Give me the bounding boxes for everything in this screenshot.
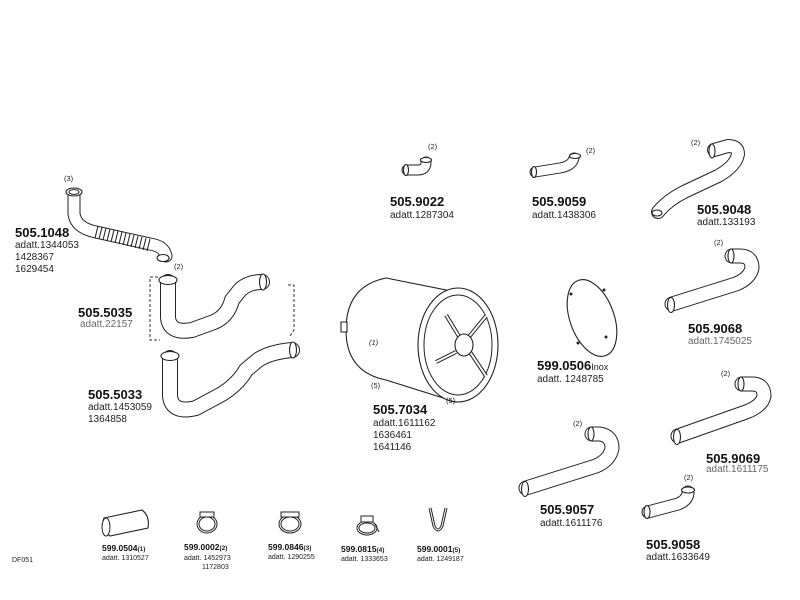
part-505-9022-ref: adatt.1287304 bbox=[390, 210, 454, 221]
part-505-9048-drawing bbox=[652, 144, 738, 216]
part-505-9048-ref: adatt.133193 bbox=[697, 217, 756, 228]
part-505-9057-qty: (2) bbox=[573, 419, 583, 428]
part-599-0001-ref: adatt. 1249187 bbox=[417, 556, 464, 563]
part-505-5033-number: 505.5033 bbox=[88, 387, 143, 402]
part-599-0846-qty: (3) bbox=[303, 545, 312, 552]
part-505-9069-drawing bbox=[674, 377, 765, 445]
part-599-0846-ref: adatt. 1290255 bbox=[268, 554, 315, 561]
part-599-0002-ref: 1172803 bbox=[202, 564, 229, 571]
part-505-9069-number: 505.9069 bbox=[706, 451, 761, 466]
part-599-0002-number: 599.0002(2) bbox=[184, 543, 227, 553]
part-505-1048-ref: adatt.1344053 bbox=[15, 240, 79, 251]
part-599-0846-number: 599.0846(3) bbox=[268, 543, 311, 553]
part-599-0504-number-text: 599.0504 bbox=[102, 543, 138, 553]
part-505-1048-qty: (3) bbox=[64, 174, 74, 183]
part-505-5033-drawing bbox=[161, 342, 297, 410]
part-505-1048-refs: adatt.1344053 1428367 1629454 bbox=[15, 240, 79, 276]
part-505-1048-number: 505.1048 bbox=[15, 225, 70, 240]
part-599-0002-qty: (2) bbox=[219, 545, 228, 552]
part-599-0506-material: Inox bbox=[591, 362, 609, 372]
part-505-9068-qty: (2) bbox=[714, 238, 724, 247]
part-599-0002-drawing bbox=[198, 512, 216, 532]
part-505-7034-ref: 1636461 bbox=[373, 430, 412, 441]
part-505-9022-qty: (2) bbox=[428, 142, 438, 151]
part-505-9068-number: 505.9068 bbox=[688, 321, 743, 336]
part-505-9058-number: 505.9058 bbox=[646, 537, 701, 552]
part-599-0002-number-text: 599.0002 bbox=[184, 542, 220, 552]
part-599-0001-qty: (5) bbox=[452, 547, 461, 554]
part-599-0001-drawing bbox=[430, 508, 446, 530]
part-599-0815-drawing bbox=[358, 516, 379, 534]
part-505-9059-ref: adatt.1438306 bbox=[532, 210, 596, 221]
part-505-9057-number: 505.9057 bbox=[540, 502, 595, 517]
part-505-9069-qty: (2) bbox=[721, 369, 731, 378]
part-599-0846-drawing bbox=[280, 512, 300, 532]
part-599-0504-number: 599.0504(1) bbox=[102, 544, 145, 554]
flex-hose-corrugation bbox=[95, 226, 150, 251]
part-505-9048-number: 505.9048 bbox=[697, 202, 752, 217]
part-505-9057-ref: adatt.1611176 bbox=[540, 518, 603, 529]
part-505-9068-ref: adatt.1745025 bbox=[688, 336, 752, 347]
part-599-0506-ref: adatt. 1248785 bbox=[537, 374, 604, 385]
part-599-0002-refs: adatt. 1452973 1172803 bbox=[184, 554, 231, 572]
part-505-5033-ref: adatt.1453059 bbox=[88, 402, 152, 413]
part-505-7034-qty-b: (5) bbox=[446, 396, 456, 405]
part-599-0504-drawing bbox=[102, 510, 148, 536]
part-505-7034-ref: adatt.1611162 bbox=[373, 418, 436, 429]
part-505-7034-ref: 1641146 bbox=[373, 442, 412, 453]
part-505-9048-qty: (2) bbox=[691, 138, 701, 147]
part-599-0002-ref: adatt. 1452973 bbox=[184, 555, 231, 562]
part-505-9059-number: 505.9059 bbox=[532, 194, 587, 209]
part-599-0506-number: 599.0506Inox bbox=[537, 359, 608, 372]
part-505-9058-qty: (2) bbox=[684, 473, 694, 482]
part-505-9068-drawing bbox=[668, 249, 753, 313]
part-505-1048-drawing bbox=[66, 188, 169, 262]
part-599-0504-qty: (1) bbox=[137, 546, 146, 553]
part-599-0504-ref: adatt. 1310527 bbox=[102, 555, 149, 562]
part-599-0815-qty: (4) bbox=[376, 547, 385, 554]
part-505-5035-ref: adatt.22157 bbox=[80, 319, 133, 330]
part-599-0001-number-text: 599.0001 bbox=[417, 544, 453, 554]
part-599-0001-number: 599.0001(5) bbox=[417, 545, 460, 555]
part-505-5033-ref: 1364858 bbox=[88, 414, 127, 425]
part-505-5035-number: 505.5035 bbox=[78, 305, 133, 320]
part-599-0846-number-text: 599.0846 bbox=[268, 542, 304, 552]
part-505-9069-ref: adatt.1611175 bbox=[706, 464, 769, 475]
part-505-1048-ref: 1629454 bbox=[15, 264, 54, 275]
part-505-5033-refs: adatt.1453059 1364858 bbox=[88, 402, 152, 426]
part-599-0506-drawing bbox=[558, 273, 627, 363]
part-505-5035-drawing bbox=[159, 274, 267, 331]
catalog-code: DF051 bbox=[12, 557, 34, 564]
silencer-spokes bbox=[436, 315, 486, 376]
part-505-7034-drawing bbox=[341, 278, 498, 402]
part-505-9059-drawing bbox=[532, 154, 581, 178]
part-599-0506-number-text: 599.0506 bbox=[537, 358, 592, 373]
part-599-0815-number: 599.0815(4) bbox=[341, 545, 384, 555]
part-505-9022-number: 505.9022 bbox=[390, 194, 445, 209]
part-505-7034-number: 505.7034 bbox=[373, 402, 428, 417]
part-505-7034-refs: adatt.1611162 1636461 1641146 bbox=[373, 418, 435, 454]
dashed-bracket bbox=[150, 277, 294, 340]
part-505-9058-ref: adatt.1633649 bbox=[646, 552, 710, 563]
part-505-1048-ref: 1428367 bbox=[15, 252, 54, 263]
part-505-9022-drawing bbox=[404, 158, 432, 176]
part-505-9057-drawing bbox=[522, 427, 613, 497]
part-505-5035-qty: (2) bbox=[174, 262, 184, 271]
part-505-7034-qty-a: (5) bbox=[371, 381, 381, 390]
part-505-9058-drawing bbox=[644, 487, 695, 519]
part-599-0815-number-text: 599.0815 bbox=[341, 544, 377, 554]
part-505-9059-qty: (2) bbox=[586, 146, 596, 155]
part-599-0815-ref: adatt. 1333653 bbox=[341, 556, 388, 563]
part-505-7034-qty-side: (1) bbox=[369, 338, 379, 347]
